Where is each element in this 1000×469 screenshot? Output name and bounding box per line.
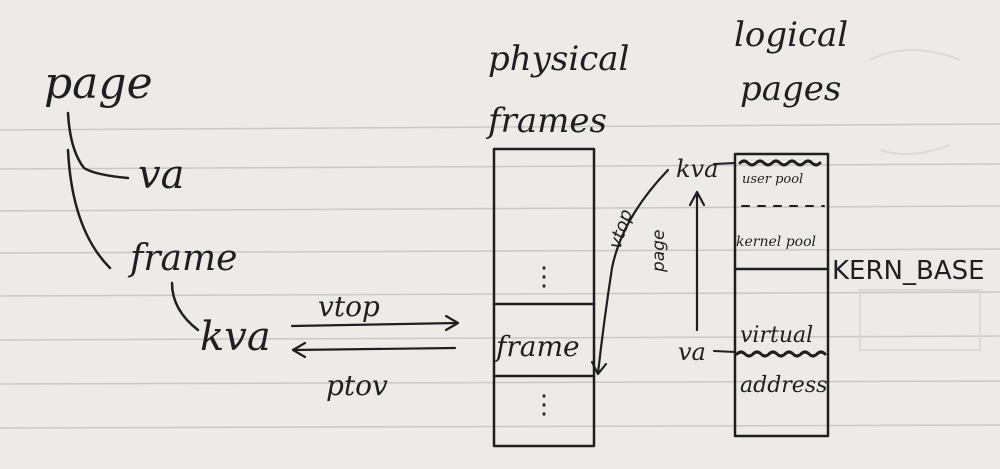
tree-va-label: va: [138, 152, 184, 198]
tree-kva-label: kva: [200, 314, 271, 360]
va-to-kva-arrowhead: [688, 190, 706, 207]
tree-branch-kva: [170, 281, 200, 332]
ptov-arrow: [291, 346, 457, 352]
kern-base-label: KERN_BASE: [832, 256, 985, 286]
user-pool-boundary: [738, 159, 822, 167]
mapping-kva-label: kva: [676, 155, 718, 183]
va-boundary: [735, 350, 827, 358]
logical-virtual-label: virtual: [740, 323, 813, 348]
logical-pages-box: [733, 152, 830, 438]
physical-frame-label: frame: [494, 330, 580, 363]
physical-title-line2: frames: [485, 101, 607, 141]
tree-branch-va: [66, 111, 130, 180]
physical-dots-top: ⋮: [531, 262, 557, 292]
vtop-label: vtop: [318, 290, 380, 323]
logical-address-label: address: [740, 373, 827, 398]
mapping-arrows: kva va page vtop: [590, 155, 736, 376]
kva-tick: [713, 162, 736, 165]
logical-title-line2: pages: [740, 69, 841, 109]
vtop-arrowhead: [444, 314, 460, 332]
tree-branch-frame: [66, 148, 112, 270]
conversion-arrows: vtop ptov: [290, 290, 460, 402]
tree-frame-label: frame: [127, 238, 237, 279]
logical-kernel-pool-label: kernel pool: [736, 234, 816, 250]
logical-user-pool-label: user pool: [742, 172, 803, 187]
logical-pages: logical pages user pool kernel pool KERN…: [733, 15, 985, 438]
bleed-through-marks: [859, 49, 981, 351]
ptov-label: ptov: [326, 369, 388, 402]
physical-title-line1: physical: [488, 39, 629, 79]
physical-frames-box: [492, 147, 596, 448]
logical-title-line1: logical: [734, 15, 848, 55]
ptov-arrowhead: [291, 341, 307, 359]
ruled-lines: [0, 123, 1000, 429]
kva-to-frame-arrow: [596, 168, 670, 375]
vtop-arrow: [290, 321, 460, 328]
mapping-page-label: page: [649, 230, 669, 273]
va-tick: [713, 350, 736, 353]
physical-dots-bottom: ⋮: [531, 390, 557, 420]
kva-to-frame-arrowhead: [590, 360, 608, 376]
page-tree: page va frame kva: [44, 58, 271, 360]
mapping-vtop-label: vtop: [605, 207, 637, 252]
tree-root-label: page: [44, 58, 153, 109]
mapping-va-label: va: [678, 338, 706, 366]
physical-frames: physical frames ⋮ frame ⋮: [485, 39, 629, 448]
